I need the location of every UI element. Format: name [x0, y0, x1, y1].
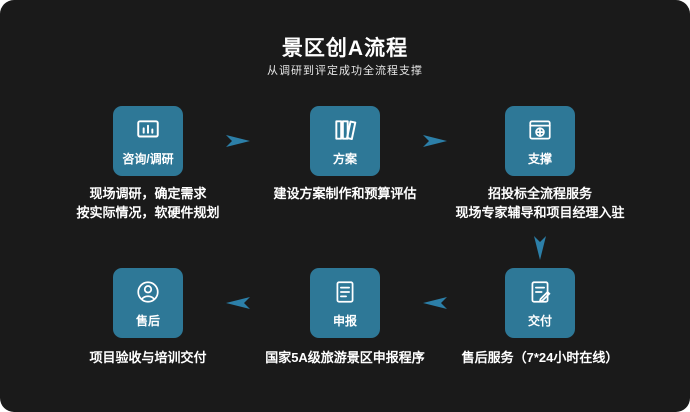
step-description-support: 招投标全流程服务 现场专家辅导和项目经理入驻: [455, 186, 625, 220]
flow-node-label: 方案: [332, 152, 357, 166]
browser-globe-icon: [527, 117, 553, 143]
step-description-plan: 建设方案制作和预算评估: [273, 186, 417, 201]
flow-node-label: 售后: [135, 314, 160, 328]
step-description-consult: 现场调研，确定需求 按实际情况，软硬件规划: [76, 186, 220, 220]
flow-node-application: 申报: [310, 268, 380, 338]
arrow-right-icon: [423, 133, 447, 149]
arrow-down-icon: [532, 236, 548, 260]
arrow-left-icon: [226, 295, 250, 311]
flow-node-delivery: 交付: [505, 268, 575, 338]
books-icon: [332, 117, 358, 143]
flow-node-label: 申报: [332, 314, 357, 328]
flow-node-consult: 咨询/调研: [113, 106, 183, 176]
document-signature-icon: [527, 279, 553, 305]
flow-node-label: 咨询/调研: [122, 152, 174, 166]
bar-chart-icon: [135, 117, 161, 143]
flow-node-label: 支撑: [527, 152, 552, 166]
arrow-right-icon: [226, 133, 250, 149]
flow-node-plan: 方案: [310, 106, 380, 176]
step-description-application: 国家5A级旅游景区申报程序: [265, 350, 425, 365]
flow-node-label: 交付: [527, 314, 552, 328]
customer-service-icon: [135, 279, 161, 305]
flow-node-aftersales: 售后: [113, 268, 183, 338]
step-description-delivery: 售后服务（7*24小时在线）: [461, 350, 619, 365]
page-title: 景区创A流程: [281, 37, 409, 60]
page-subtitle: 从调研到评定成功全流程支撑: [267, 65, 423, 77]
document-icon: [332, 279, 358, 305]
step-description-aftersales: 项目验收与培训交付: [89, 350, 207, 365]
flow-node-support: 支撑: [505, 106, 575, 176]
arrow-left-icon: [423, 295, 447, 311]
